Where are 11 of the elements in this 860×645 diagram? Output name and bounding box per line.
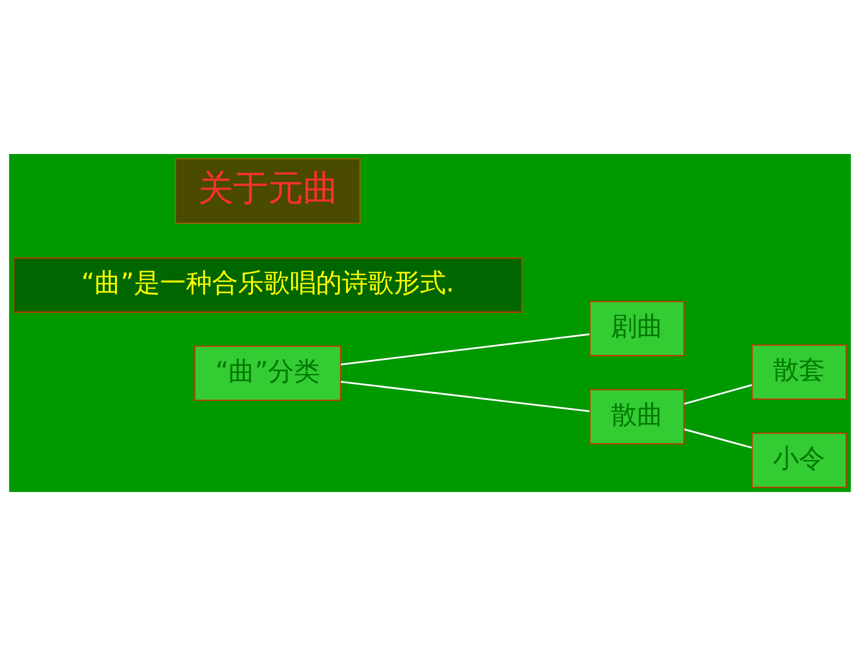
connector bbox=[340, 380, 590, 412]
node-box: 散套 bbox=[752, 344, 847, 400]
connector bbox=[340, 332, 590, 365]
node-box: 关于元曲 bbox=[174, 158, 361, 224]
connector bbox=[684, 428, 752, 448]
node-box: 小令 bbox=[752, 432, 847, 488]
node-box: 剧曲 bbox=[589, 300, 685, 356]
node-box: “曲”是一种合乐歌唱的诗歌形式. bbox=[13, 256, 522, 312]
node-box: “曲”分类 bbox=[194, 345, 342, 400]
connector bbox=[684, 384, 752, 404]
node-box: 散曲 bbox=[589, 388, 685, 444]
